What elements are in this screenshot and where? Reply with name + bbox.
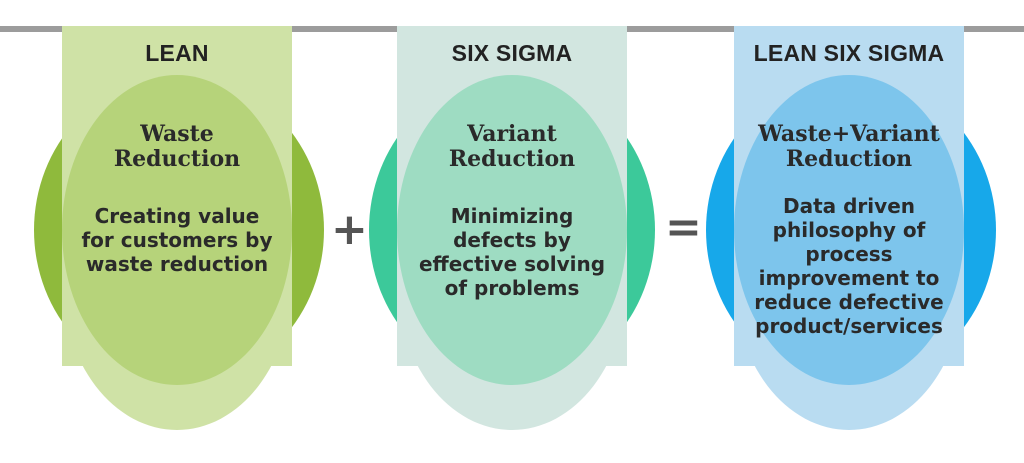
lss-desc-line2: philosophy of xyxy=(772,218,926,242)
equals-operator: = xyxy=(665,202,702,253)
lss-desc-line4: improvement to xyxy=(758,266,940,290)
lss-heading-line2: Reduction xyxy=(785,146,913,172)
lss-desc-line3: process xyxy=(805,242,893,266)
sixsigma-heading-line2: Reduction xyxy=(448,146,576,172)
lean-desc-line3: waste reduction xyxy=(85,252,269,276)
panel-lean: LEAN Waste Reduction Creating value for … xyxy=(34,0,354,463)
sixsigma-desc-line4: of problems xyxy=(444,276,580,300)
lss-title: LEAN SIX SIGMA xyxy=(753,40,945,66)
sixsigma-heading-line1: Variant xyxy=(467,121,557,147)
sixsigma-desc-line2: defects by xyxy=(453,228,571,252)
lean-heading-line2: Reduction xyxy=(113,146,241,172)
sixsigma-desc-line1: Minimizing xyxy=(450,204,574,228)
lean-desc-line1: Creating value xyxy=(94,204,260,228)
lss-heading-line1: Waste+Variant xyxy=(758,121,940,147)
lean-inner-circle xyxy=(62,75,292,385)
lean-heading-line1: Waste xyxy=(140,121,214,147)
lss-desc-line1: Data driven xyxy=(783,194,915,218)
sixsigma-inner-circle xyxy=(397,75,627,385)
lss-desc-line6: product/services xyxy=(755,314,943,338)
lean-desc-line2: for customers by xyxy=(81,228,273,252)
sixsigma-desc-line3: effective solving xyxy=(418,252,606,276)
plus-operator: + xyxy=(331,204,368,255)
sixsigma-title: SIX SIGMA xyxy=(451,40,573,66)
lss-inner-circle xyxy=(734,75,964,385)
lean-title: LEAN xyxy=(145,40,209,66)
panel-six-sigma: SIX SIGMA Variant Reduction Minimizing d… xyxy=(369,0,689,463)
panel-lean-six-sigma: LEAN SIX SIGMA Waste+Variant Reduction D… xyxy=(706,0,1024,463)
lss-desc-line5: reduce defective xyxy=(754,290,944,314)
